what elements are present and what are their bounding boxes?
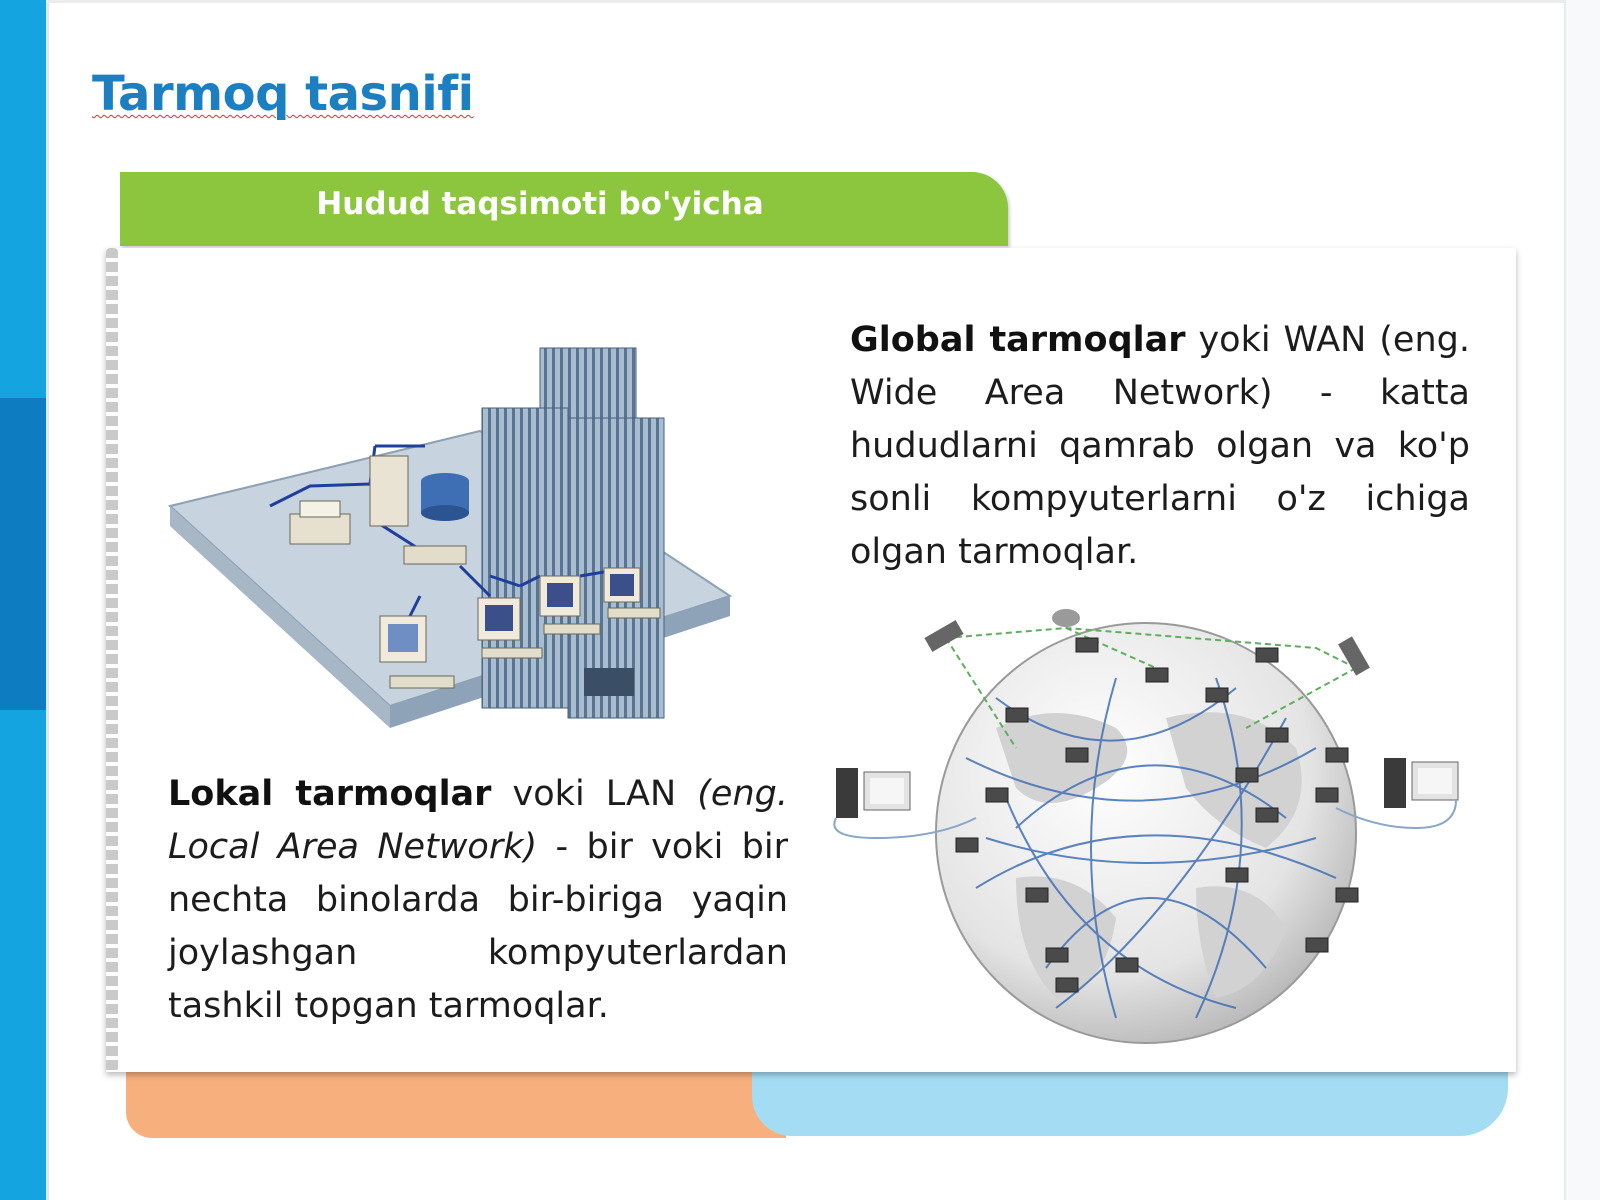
hub-icon <box>403 545 467 565</box>
computer-icon <box>603 567 661 619</box>
computer-icon <box>539 575 601 635</box>
wan-definition: yoki WAN (eng. Wide Area Network) - katt… <box>850 320 1470 572</box>
satellite-icon <box>924 620 964 652</box>
lan-description: Lokal tarmoqlar voki LAN (eng. Local Are… <box>168 768 788 1033</box>
wan-globe-illustration <box>833 609 1459 1044</box>
section-header-text: Hudud taqsimoti bo'yicha <box>316 186 764 222</box>
spiral-binding <box>106 248 118 1072</box>
section-header: Hudud taqsimoti bo'yicha <box>120 172 1008 246</box>
lan-connector: voki LAN <box>512 774 677 814</box>
database-icon <box>421 473 469 521</box>
satellite-dish-icon <box>1052 609 1080 627</box>
left-accent-bar-dark <box>0 398 46 710</box>
desktop-computer-icon <box>836 768 911 818</box>
wan-description: Global tarmoqlar yoki WAN (eng. Wide Are… <box>850 314 1470 579</box>
slide-title: Tarmoq tasnifi <box>92 66 474 122</box>
computer-icon <box>477 597 543 659</box>
satellite-icon <box>1338 636 1370 676</box>
wan-term: Global tarmoqlar <box>850 320 1186 360</box>
computer-icon <box>379 615 455 689</box>
lan-definition: - bir voki bir nechta binolarda bir-biri… <box>168 827 788 1026</box>
top-edge <box>46 0 1566 3</box>
content-card: Global tarmoqlar yoki WAN (eng. Wide Are… <box>106 248 1516 1072</box>
desktop-computer-icon <box>1384 758 1459 808</box>
left-bar-edge <box>46 0 49 1200</box>
server-icon <box>369 455 409 527</box>
lan-english: (eng. Local Area Network) <box>168 774 788 867</box>
printer-icon <box>289 500 351 545</box>
lan-building-illustration <box>167 347 733 728</box>
lan-term: Lokal tarmoqlar <box>168 774 492 814</box>
right-edge <box>1564 0 1600 1200</box>
